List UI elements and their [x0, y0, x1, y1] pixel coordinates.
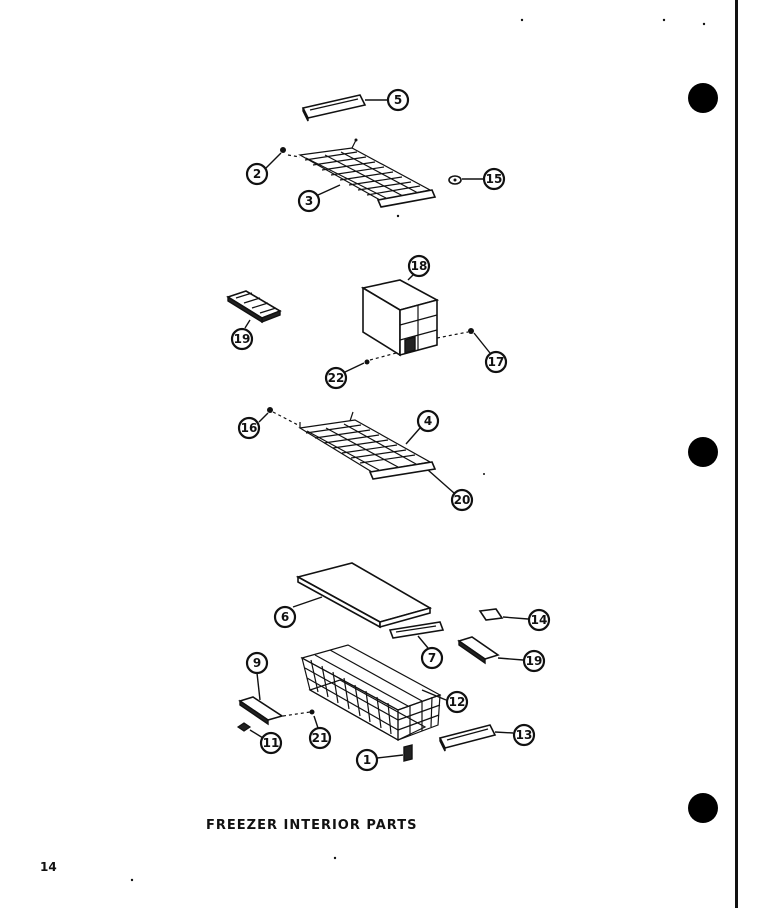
callout-21-label: 21 [312, 731, 329, 745]
callout-16-label: 16 [241, 421, 258, 435]
part-19-ice-tray [226, 290, 282, 329]
binder-hole-middle [688, 437, 718, 467]
callout-7-label: 7 [428, 651, 436, 665]
part-17-screw [436, 328, 491, 354]
callout-13-label: 13 [516, 728, 533, 742]
part-16-screw [258, 407, 301, 427]
page-right-border [735, 0, 738, 908]
callout-15: 15 [482, 167, 506, 191]
part-1-clip [376, 744, 413, 762]
callout-1-label: 1 [363, 753, 371, 767]
callout-19-lower: 19 [522, 649, 546, 673]
callout-18: 18 [407, 254, 431, 278]
callout-11: 11 [259, 731, 283, 755]
callout-14-label: 14 [531, 613, 548, 627]
callout-13: 13 [512, 723, 536, 747]
callout-22: 22 [324, 366, 348, 390]
part-19-slide-rail-right [457, 636, 524, 665]
part-3-upper-wire-shelf [287, 138, 437, 208]
part-12-wire-basket [300, 644, 447, 742]
part-5-trim-strip [301, 94, 388, 122]
callout-22-label: 22 [328, 371, 345, 385]
callout-16: 16 [237, 416, 261, 440]
part-2-screw [265, 147, 286, 169]
callout-19-upper-label: 19 [234, 332, 251, 346]
callout-7: 7 [420, 646, 444, 670]
part-13-basket-trim [438, 724, 514, 752]
scan-specks [130, 18, 706, 882]
part-21-screw [309, 709, 319, 729]
callout-20-label: 20 [454, 493, 471, 507]
part-11-roller [236, 722, 264, 739]
callout-19-lower-label: 19 [526, 654, 543, 668]
callout-15-label: 15 [486, 172, 503, 186]
diagram-caption: FREEZER INTERIOR PARTS [206, 818, 418, 833]
page-number: 14 [40, 860, 57, 874]
callout-5-label: 5 [394, 93, 402, 107]
callout-17-label: 17 [488, 355, 505, 369]
callout-21: 21 [308, 726, 332, 750]
callout-3: 3 [297, 189, 321, 213]
callout-9: 9 [245, 651, 269, 675]
callout-4: 4 [416, 409, 440, 433]
callout-4-label: 4 [424, 414, 432, 428]
part-6-shelf-panel [292, 562, 433, 629]
part-14-clip [478, 608, 529, 621]
part-18-storage-box [360, 269, 440, 357]
callout-20: 20 [450, 488, 474, 512]
part-9-slide-rail-left [238, 672, 311, 726]
speck [396, 214, 400, 218]
callout-6: 6 [273, 605, 297, 629]
part-15-clip [448, 175, 483, 185]
callout-12: 12 [445, 690, 469, 714]
callout-2-label: 2 [253, 167, 261, 181]
callout-17: 17 [484, 350, 508, 374]
callout-12-label: 12 [449, 695, 466, 709]
callout-3-label: 3 [305, 194, 313, 208]
part-22-screw [344, 351, 401, 373]
callout-1: 1 [355, 748, 379, 772]
callout-11-label: 11 [263, 736, 280, 750]
callout-2: 2 [245, 162, 269, 186]
part-4-lower-wire-shelf [298, 411, 455, 494]
callout-6-label: 6 [281, 610, 289, 624]
callout-19-upper: 19 [230, 327, 254, 351]
callout-5: 5 [386, 88, 410, 112]
binder-hole-top [688, 83, 718, 113]
callout-9-label: 9 [253, 656, 261, 670]
binder-hole-bottom [688, 793, 718, 823]
part-7-front-trim [388, 621, 445, 649]
callout-14: 14 [527, 608, 551, 632]
callout-18-label: 18 [411, 259, 428, 273]
